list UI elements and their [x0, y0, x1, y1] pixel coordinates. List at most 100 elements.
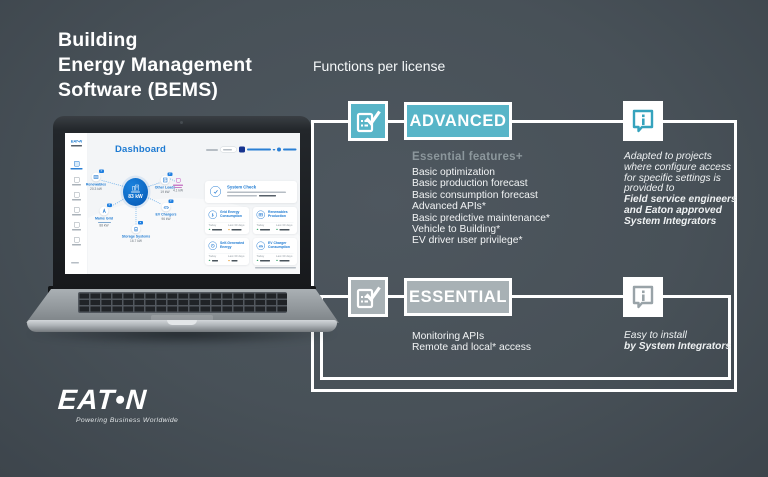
laptop-keyboard	[78, 292, 287, 313]
header-site-selector[interactable]	[247, 148, 271, 151]
subtitle-functions-per-license: Functions per license	[313, 58, 446, 74]
header-app-icon[interactable]	[239, 146, 245, 153]
system-check-icon	[210, 186, 221, 197]
other-loads-value: 19 kW	[160, 190, 170, 195]
laptop-lid-notch	[167, 320, 197, 325]
peak-shaving-value: 4.1 kW	[172, 189, 184, 193]
advanced-features-header: Essential features+	[412, 151, 523, 163]
ev-car-icon	[163, 206, 169, 209]
checklist-glyph	[356, 286, 381, 308]
header-text-item	[206, 149, 218, 151]
metric-card-renewables-production: Renewables Production Today Last 30 days	[253, 207, 297, 234]
sidebar-item-dashboard[interactable]	[65, 161, 88, 170]
flow-badge: ▸	[107, 203, 112, 207]
advanced-info-icon	[623, 101, 663, 141]
peak-shaving-icon	[176, 178, 181, 183]
metric-card-grid-energy: Grid Energy Consumption Today Last 30 da…	[205, 207, 249, 234]
advanced-checklist-icon	[348, 101, 388, 141]
metric-icon	[256, 241, 265, 250]
energy-flow-links	[101, 178, 176, 225]
mains-grid-sublabel	[98, 221, 111, 223]
checklist-glyph	[356, 110, 381, 132]
dashboard-icon	[73, 161, 80, 167]
storage-value: 16.7 kW	[130, 239, 142, 244]
header-user-link[interactable]	[283, 148, 297, 151]
metric-icon	[208, 210, 217, 219]
ev-chargers-label: EV Chargers	[155, 213, 177, 217]
eaton-tagline: Powering Business Worldwide	[76, 417, 179, 424]
building-icon	[132, 184, 139, 191]
laptop-screen: EAT•N	[65, 133, 300, 274]
metric-icon	[208, 241, 217, 250]
essential-tier-label: ESSENTIAL	[404, 278, 512, 316]
header-user-avatar[interactable]	[277, 147, 281, 152]
chevron-down-icon	[272, 148, 276, 151]
mains-grid-node	[99, 206, 109, 216]
info-bubble-glyph	[632, 109, 654, 133]
battery-icon	[134, 226, 138, 232]
sidebar-item-5[interactable]	[65, 222, 88, 231]
ev-chargers-value: 96 kW	[161, 217, 171, 222]
renewables-label: Renewables	[85, 183, 107, 187]
sidebar-icon	[73, 177, 80, 183]
sidebar-icon	[73, 222, 80, 228]
essential-info-icon	[623, 277, 663, 317]
metric-card-ev-charger: EV Charger Consumption Today Last 30 day…	[253, 238, 297, 265]
advanced-note-bold: Field service engineers and Eaton approv…	[624, 194, 737, 227]
peak-shaving-text	[173, 184, 183, 186]
essential-note-bold: by System Integrators	[624, 340, 732, 352]
flow-badge: ▸	[99, 169, 104, 173]
renewables-value: 20.3 kW	[90, 187, 102, 192]
advanced-note-regular: Adapted to projects where configure acce…	[624, 151, 732, 195]
solar-panel-icon	[93, 175, 99, 179]
sidebar-icon	[73, 207, 80, 213]
dashboard-sidebar: EAT•N	[65, 133, 88, 274]
sidebar-item-settings[interactable]	[65, 237, 88, 246]
system-check-title: System Check	[227, 184, 257, 190]
building-consumption-node: 83 kW	[123, 178, 148, 206]
bems-dashboard-app: EAT•N	[65, 133, 300, 274]
loads-icon	[162, 177, 168, 183]
flow-badge: ▸	[167, 172, 173, 176]
gear-icon	[73, 237, 80, 243]
sidebar-logo-subtext	[71, 145, 82, 147]
sidebar-item-3[interactable]	[65, 192, 88, 201]
dashboard-page-title: Dashboard	[115, 144, 166, 155]
sidebar-version-text	[71, 262, 79, 264]
advanced-features-list: Basic optimization Basic production fore…	[412, 167, 550, 247]
header-toggle-pill[interactable]	[220, 146, 237, 153]
storage-node	[131, 224, 141, 234]
eaton-logo: EAT•N	[56, 384, 149, 415]
grid-pylon-icon	[102, 208, 106, 214]
renewables-node	[91, 172, 101, 182]
essential-note-regular: Easy to install	[624, 330, 687, 341]
sidebar-eaton-logo: EAT•N	[70, 139, 83, 144]
info-bubble-glyph	[632, 285, 654, 309]
sidebar-item-4[interactable]	[65, 207, 88, 216]
center-consumption-value: 83 kW	[128, 194, 143, 200]
sidebar-icon	[73, 192, 80, 198]
sidebar-item-2[interactable]	[65, 177, 88, 186]
eaton-brand-block: EAT•N Powering Business Worldwide	[56, 384, 179, 424]
essential-note: Easy to install by System Integrators	[624, 330, 754, 353]
peak-shaving-text	[174, 186, 182, 188]
laptop-keyboard-deck	[26, 289, 339, 323]
last-updated-text	[255, 267, 296, 269]
laptop-webcam	[180, 121, 183, 124]
other-loads-node	[160, 175, 170, 185]
page-title: Building Energy Management Software (BEM…	[58, 29, 253, 101]
advanced-tier-label: ADVANCED	[404, 102, 512, 140]
essential-checklist-icon	[348, 277, 388, 317]
mains-grid-label: Mains Grid	[94, 217, 114, 221]
system-check-card: System Check	[205, 181, 297, 203]
metric-icon	[256, 210, 265, 219]
laptop-trackpad	[151, 315, 213, 321]
connector-outer-loop	[311, 120, 737, 392]
advanced-note: Adapted to projects where configure acce…	[624, 151, 754, 228]
other-loads-label: Other Loads	[154, 186, 176, 190]
flow-badge: ▸	[138, 221, 143, 225]
essential-features-list: Monitoring APIs Remote and local* access	[412, 331, 532, 354]
mains-grid-value: 88 kW	[99, 224, 109, 228]
flow-badge: ▸	[168, 199, 174, 203]
